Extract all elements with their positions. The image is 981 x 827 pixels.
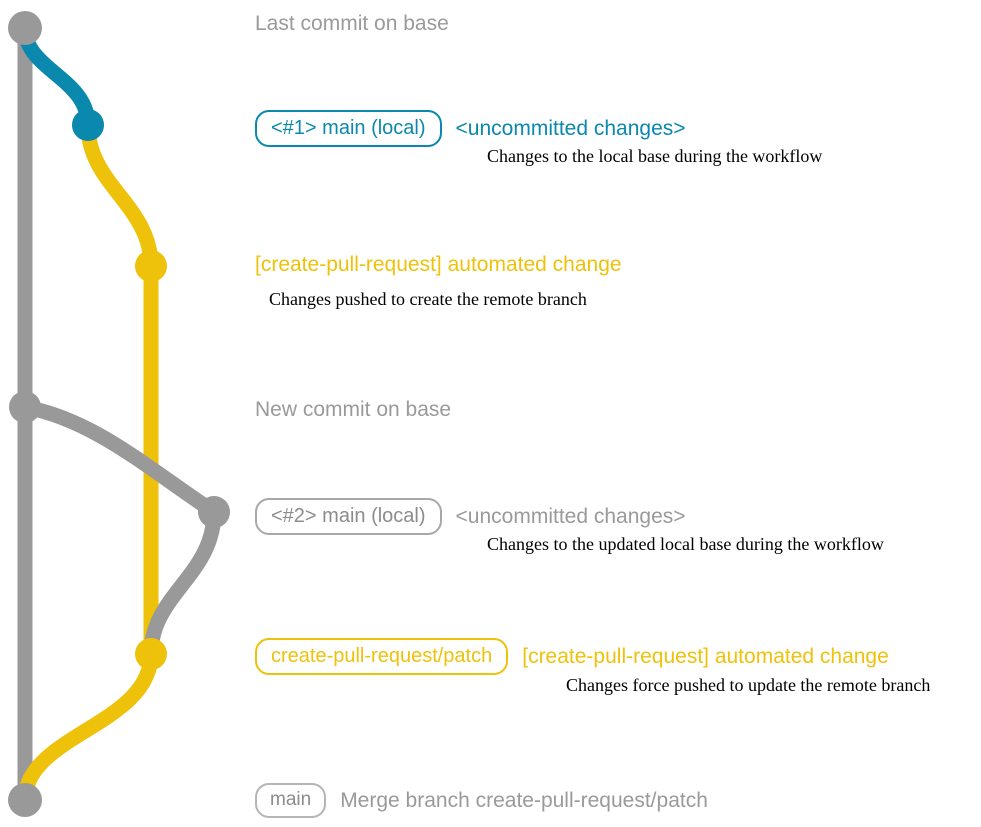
commit-node-remote-2[interactable]: [135, 638, 167, 670]
commit-node-merge[interactable]: [8, 783, 42, 817]
edge-base-to-local2: [17, 399, 222, 520]
commit-note-local-uncommitted-1: Changes to the local base during the wor…: [487, 146, 823, 166]
commit-subject-remote-automated-change-1: [create-pull-request] automated change: [255, 253, 622, 276]
commit-row-local-uncommitted-2: <#2> main (local) <uncommitted changes>: [255, 498, 686, 535]
commit-note-remote-automated-change-2: Changes force pushed to update the remot…: [566, 675, 931, 695]
commit-subject-local-uncommitted-1: <uncommitted changes>: [455, 116, 686, 140]
commit-row-merge-commit: main Merge branch create-pull-request/pa…: [255, 783, 708, 818]
commit-row-remote-automated-change-2: create-pull-request/patch [create-pull-r…: [255, 638, 889, 675]
commit-note-remote-automated-change-1: Changes pushed to create the remote bran…: [269, 289, 587, 309]
commit-subject-new-commit-on-base: New commit on base: [255, 398, 452, 421]
commit-subject-local-uncommitted-2: <uncommitted changes>: [455, 504, 686, 528]
commit-subject-merge-commit: Merge branch create-pull-request/patch: [340, 788, 708, 812]
ref-chip-create-pull-request-patch[interactable]: create-pull-request/patch: [255, 638, 509, 675]
ref-chip-main-local-1[interactable]: <#1> main (local): [255, 110, 442, 147]
commit-note-local-uncommitted-2: Changes to the updated local base during…: [487, 534, 884, 554]
edge-local1-to-remote1: [80, 117, 159, 274]
commit-subject-remote-automated-change-2: [create-pull-request] automated change: [522, 644, 889, 668]
commit-row-remote-automated-change-1: [create-pull-request] automated change: [255, 253, 622, 277]
commit-node-base-head[interactable]: [8, 11, 42, 45]
commit-node-remote-1[interactable]: [135, 250, 167, 282]
commit-subject-last-commit-on-base: Last commit on base: [255, 12, 449, 35]
edge-remote2-to-merge: [17, 646, 159, 808]
ref-chip-main-local-2[interactable]: <#2> main (local): [255, 498, 442, 535]
ref-chip-main[interactable]: main: [255, 783, 327, 818]
commit-node-local-2[interactable]: [198, 496, 230, 528]
commit-node-base-new[interactable]: [9, 391, 41, 423]
commit-node-local-1[interactable]: [72, 109, 104, 141]
commit-row-local-uncommitted-1: <#1> main (local) <uncommitted changes>: [255, 110, 686, 147]
edge-local2-to-remote2: [143, 504, 222, 662]
edge-base-to-local1: [17, 20, 96, 133]
